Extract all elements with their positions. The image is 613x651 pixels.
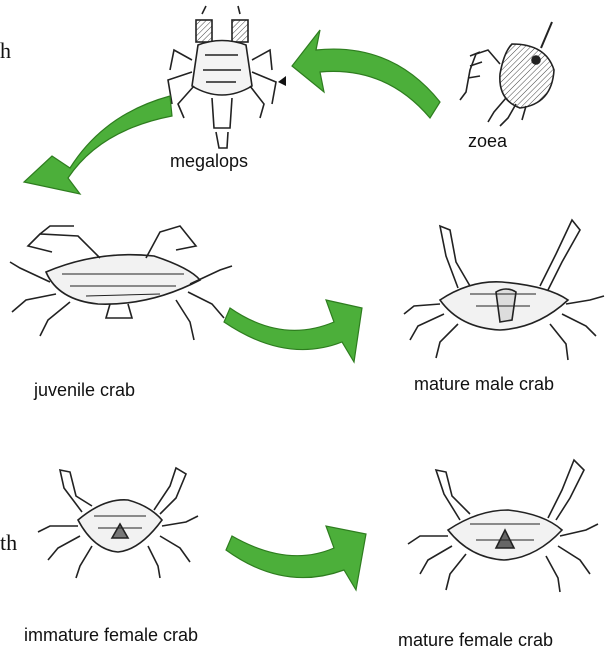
arrow-immature-to-mature-female bbox=[226, 526, 366, 590]
arrow-juvenile-to-mature-male bbox=[224, 300, 362, 362]
mature-male-crab-illustration bbox=[404, 220, 604, 360]
small-pointer-mark bbox=[278, 76, 286, 86]
label-zoea: zoea bbox=[468, 131, 507, 152]
label-mature-female-crab: mature female crab bbox=[398, 630, 553, 651]
megalops-illustration bbox=[168, 6, 276, 148]
label-juvenile-crab: juvenile crab bbox=[34, 380, 135, 401]
label-mature-male-crab: mature male crab bbox=[414, 374, 554, 395]
arrow-zoea-to-megalops bbox=[292, 30, 440, 118]
label-megalops: megalops bbox=[170, 151, 248, 172]
juvenile-crab-illustration bbox=[10, 226, 232, 340]
arrow-megalops-to-juvenile bbox=[24, 96, 172, 194]
mature-female-crab-illustration bbox=[408, 460, 598, 592]
label-immature-female-crab: immature female crab bbox=[24, 625, 198, 646]
zoea-illustration bbox=[460, 22, 554, 126]
immature-female-crab-illustration bbox=[38, 468, 198, 578]
